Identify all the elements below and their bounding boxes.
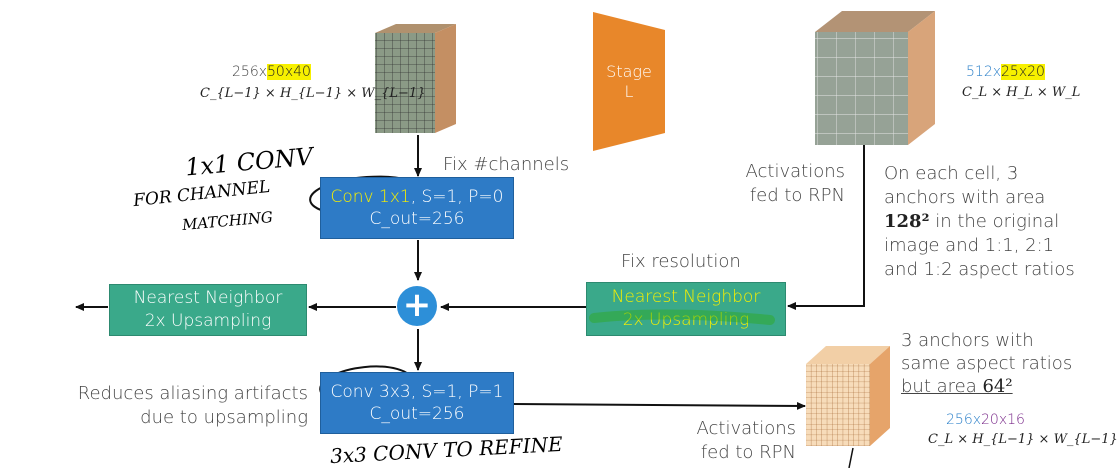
size-label-top-right: 512x25x20 [966,64,1045,80]
arrow-cube-to-nn-right [787,125,865,310]
elementwise-add-node: + [397,286,437,326]
upsample-block-left: Nearest Neighbor 2x Upsampling [109,284,307,336]
size-label-bottom-right: 256x20x16 [946,412,1025,428]
aliasing-description: Reduces aliasing artifacts due to upsamp… [77,383,308,428]
stage-block [593,12,665,151]
size-highlight: 50x40 [267,64,311,80]
feature-map-cube-top-left [375,24,456,133]
activations-label-top: Activations fed to RPN [745,161,846,206]
arrow-conv3-to-cube [513,401,806,410]
feature-map-cube-bottom-right [806,346,890,446]
conv1x1-block: Conv 1x1, S=1, P=0 C_out=256 [320,177,514,239]
feature-map-cube-top-right [815,11,935,145]
anchors-bottom-description: 3 anchors with same aspect ratios but ar… [901,330,1073,397]
formula-top-right: C_L × H_L × W_L [962,85,1081,100]
fix-channels-label: Fix #channels [443,154,570,175]
upsample-block-right: Nearest Neighbor 2x Upsampling [586,282,786,336]
anchors-description: On each cell, 3 anchors with area 128² i… [884,163,1075,280]
formula-bottom-right: C_L × H_{L−1} × W_{L−1} [928,432,1118,447]
conv3x3-block: Conv 3x3, S=1, P=1 C_out=256 [320,372,514,434]
formula-top-left: C_{L−1} × H_{L−1} × W_{L−1} [200,86,426,101]
line-stub [848,447,854,468]
connector-layer [75,11,935,468]
activations-label-bottom: Activations fed to RPN [696,418,797,463]
fix-resolution-label: Fix resolution [621,251,741,272]
size-label-top-left: 256x50x40 [232,64,311,80]
stage-label: Stage L [606,62,652,101]
handwritten-highlight-stroke [589,309,775,325]
